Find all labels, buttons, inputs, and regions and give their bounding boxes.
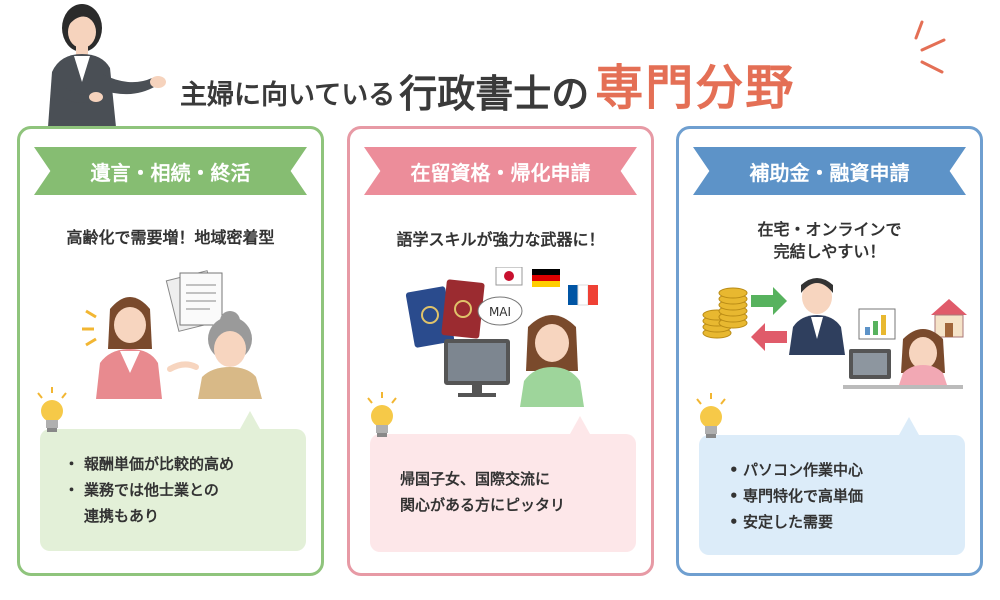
note-item: 専門特化で高単価 xyxy=(729,483,951,509)
card-subsidy: 補助金・融資申請 在宅・オンラインで 完結しやすい！ xyxy=(676,126,983,576)
card-title-ribbon: 在留資格・帰化申請 xyxy=(364,147,637,195)
card-title-ribbon: 遺言・相続・終活 xyxy=(34,147,307,195)
language-work-illustration: MAI xyxy=(405,267,598,407)
card-note: パソコン作業中心 専門特化で高単価 安定した需要 xyxy=(696,393,965,555)
card-note: 報酬単価が比較的高め 業務では他士業との 連携もあり xyxy=(37,387,306,551)
lightbulb-icon xyxy=(696,393,726,438)
title-mid: 行政書士の xyxy=(399,72,590,116)
card-title-ribbon: 補助金・融資申請 xyxy=(693,147,966,195)
note-item: 業務では他士業との xyxy=(64,477,292,503)
presenter-woman-icon xyxy=(48,4,166,127)
card-subtitle: 語学スキルが強力な武器に！ xyxy=(396,230,605,249)
lightbulb-icon xyxy=(37,387,67,432)
card-subtitle-line-1: 在宅・オンラインで xyxy=(757,220,902,239)
card-note: 帰国子女、国際交流に 関心がある方にピッタリ xyxy=(367,392,636,552)
speech-bubble-text: MAI xyxy=(489,305,511,319)
card-subtitle-line-2: 完結しやすい！ xyxy=(773,242,886,261)
lightbulb-icon xyxy=(367,392,397,437)
note-item-continued: 連携もあり xyxy=(84,507,160,525)
note-item: 安定した需要 xyxy=(729,509,951,535)
note-line: 帰国子女、国際交流に xyxy=(400,470,551,488)
title-small: 主婦に向いている xyxy=(180,80,396,111)
consultation-elderly-illustration xyxy=(82,270,262,399)
header: 主婦に向いている 行政書士の 専門分野 xyxy=(0,0,1000,127)
title-highlight: 専門分野 xyxy=(595,60,796,116)
note-line: 関心がある方にピッタリ xyxy=(400,496,566,514)
card-visa: 在留資格・帰化申請 語学スキルが強力な武器に！ MAI xyxy=(347,126,654,576)
note-item: パソコン作業中心 xyxy=(729,457,951,483)
emphasis-sparks-icon xyxy=(914,20,946,74)
page-title: 主婦に向いている 行政書士の 専門分野 xyxy=(180,48,795,118)
card-inheritance: 遺言・相続・終活 高齢化で需要増！地域密着型 xyxy=(17,126,324,576)
note-item: 報酬単価が比較的高め xyxy=(64,451,292,477)
finance-remote-illustration xyxy=(702,278,967,389)
card-subtitle: 高齢化で需要増！地域密着型 xyxy=(66,228,275,247)
